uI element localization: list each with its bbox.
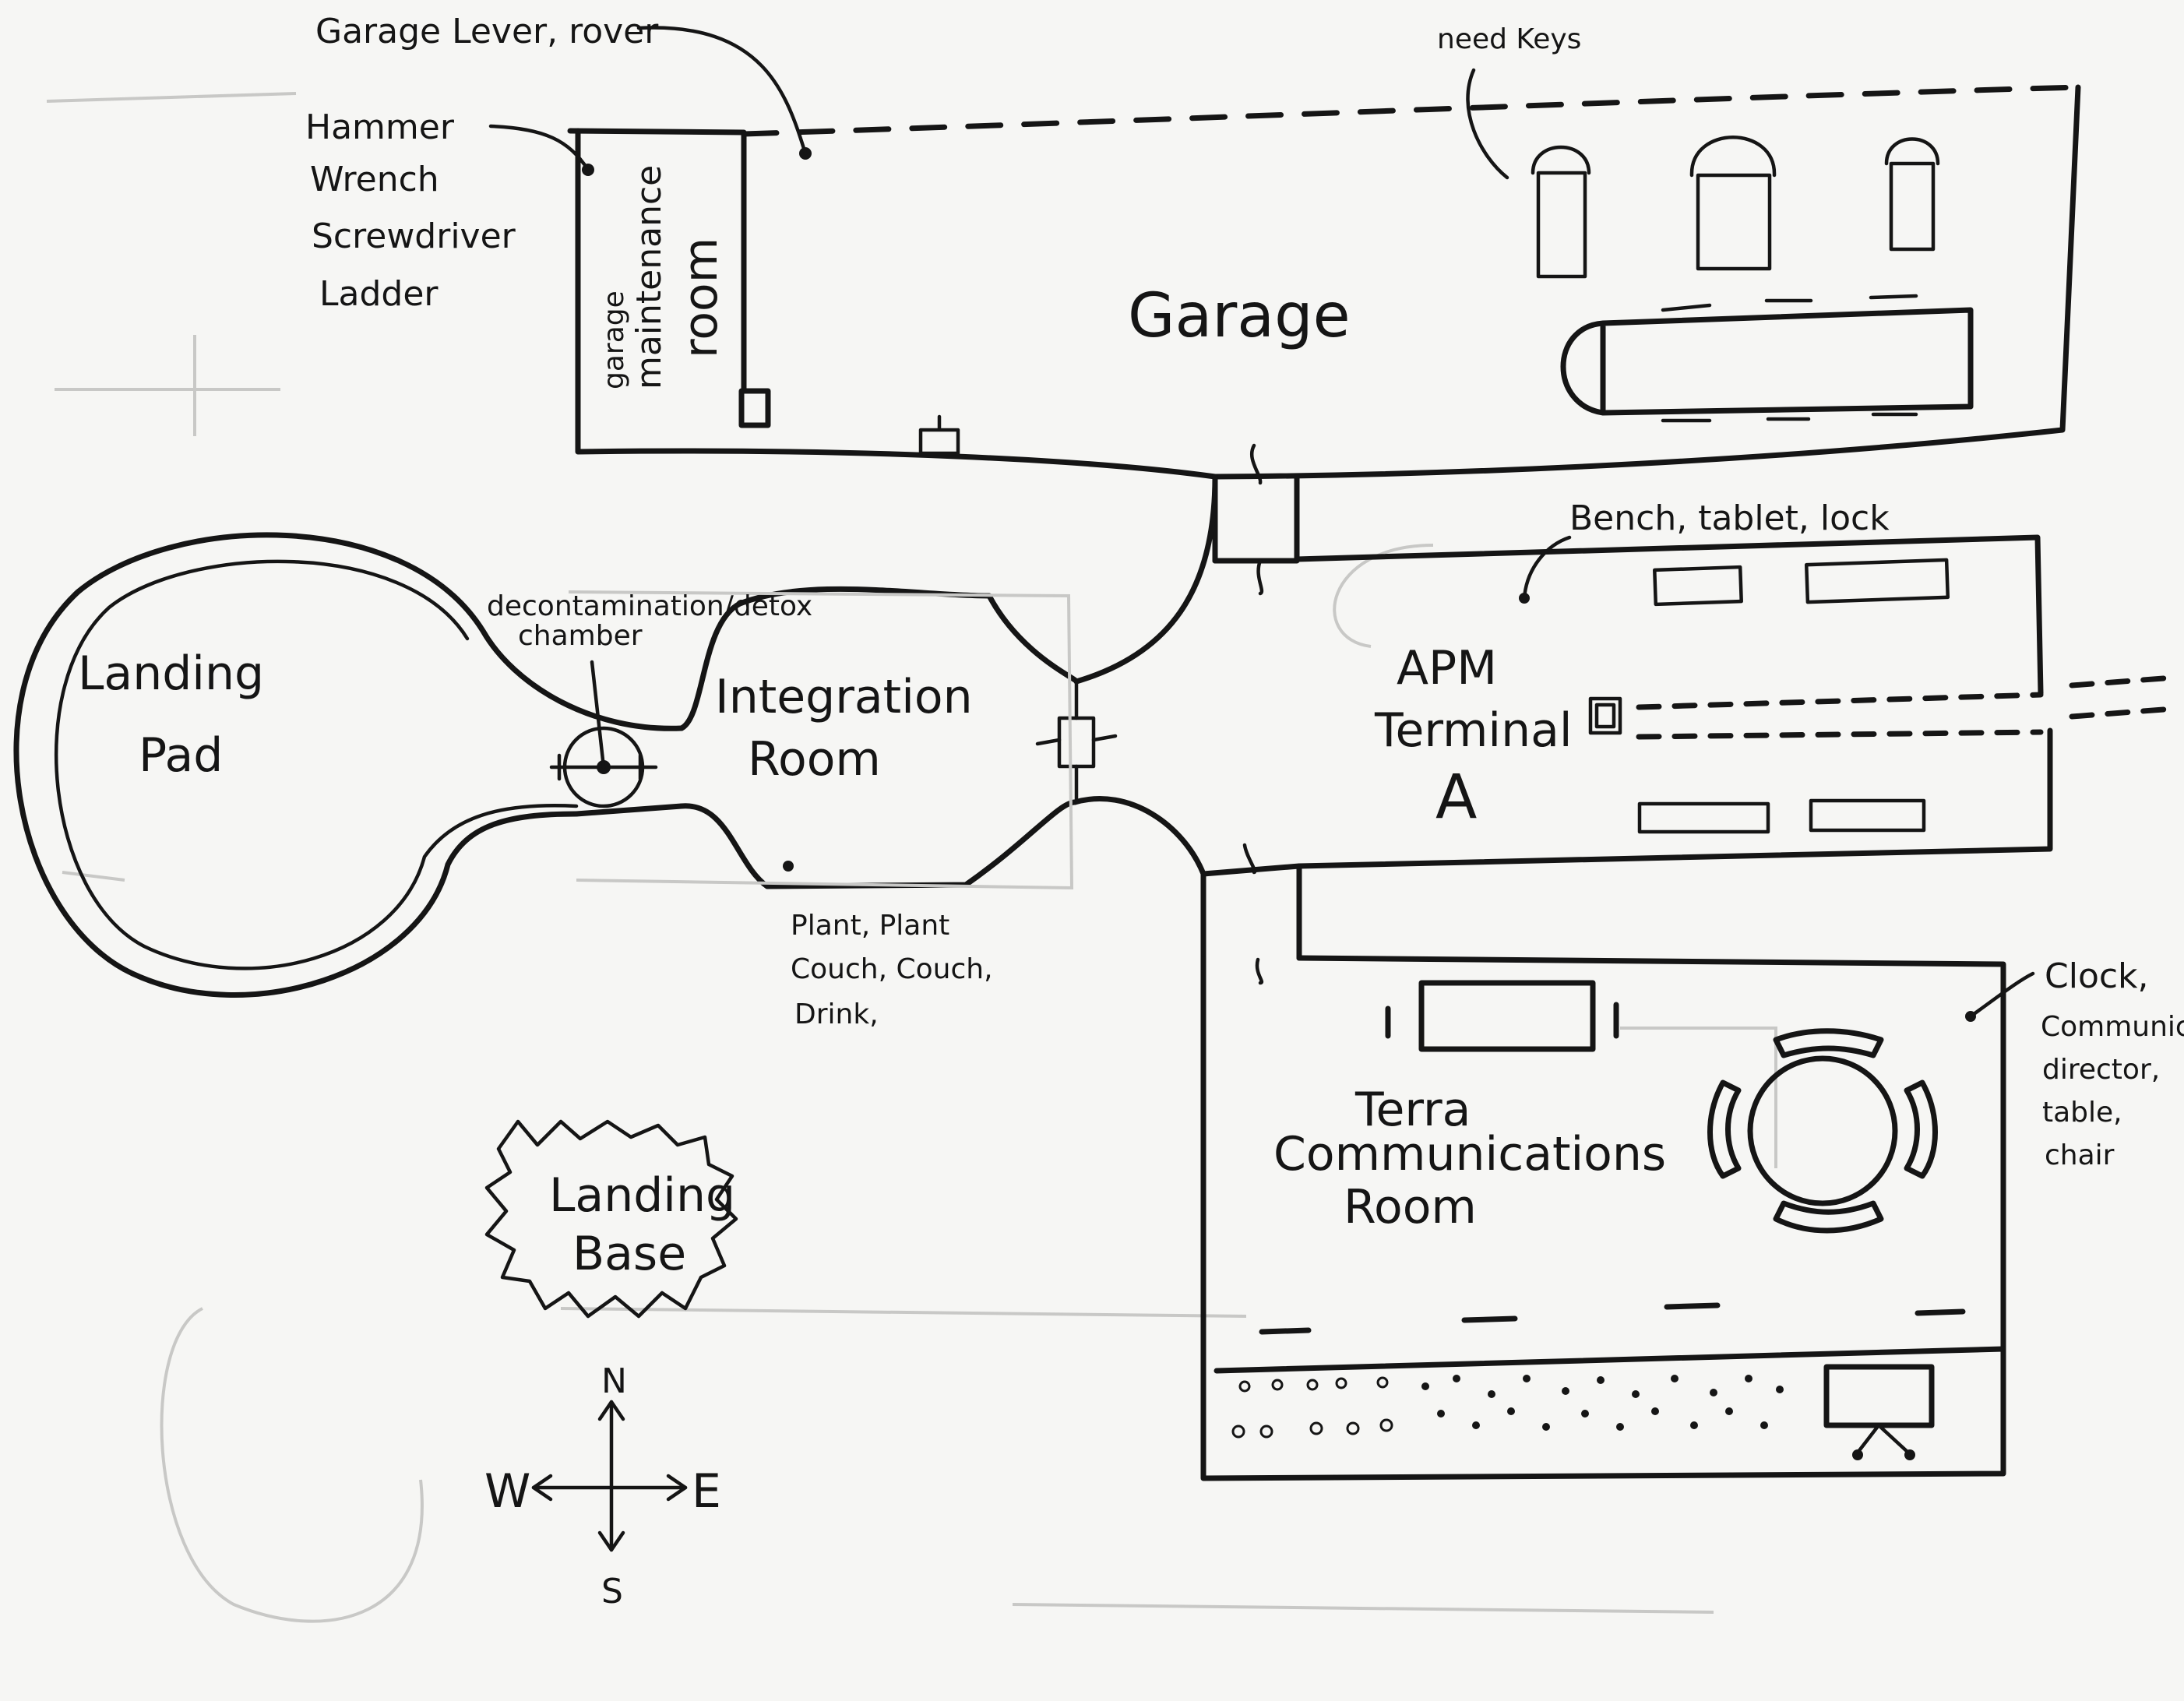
compass-north: N [601,1361,627,1401]
erased-pencil-marks [46,92,1777,1623]
integration-room [568,586,1118,890]
terra-line-3: Room [1344,1180,1477,1234]
garage-label: Garage [1128,281,1351,351]
need-keys-note: need Keys [1437,23,1581,55]
compass-west: W [484,1464,530,1519]
maintenance-line-2: maintenance [629,165,669,389]
tool-wrench: Wrench [310,160,439,199]
compass-south: S [601,1572,623,1611]
apm-furniture [1519,535,1950,834]
tool-hammer: Hammer [305,107,455,147]
terra-items-5: chair [2045,1139,2115,1171]
apm-line-1: APM [1397,641,1497,696]
terra-items-2: Communication [2041,1011,2184,1043]
terra-line-1: Terra [1354,1083,1471,1137]
terra-items-3: director, [2042,1054,2160,1086]
decontamination-line-2: chamber [518,620,643,652]
garage-room [488,26,2081,480]
landing-base [484,1119,738,1319]
maintenance-line-3: room [674,238,728,358]
integration-items-2: Couch, Couch, [791,953,993,985]
terra-items-1: Clock, [2045,956,2149,996]
tool-ladder: Ladder [319,274,439,314]
integration-line-2: Room [748,732,881,787]
seat-dots [1231,1376,1393,1439]
integration-items-3: Drink, [794,998,879,1030]
landing-pad [13,532,685,998]
landing-pad-line-1: Landing [78,646,264,701]
terra-items-4: table, [2042,1097,2122,1129]
decontamination-line-1: decontamination/detox [487,590,812,622]
compass-east: E [692,1464,721,1519]
maintenance-line-1: garage [598,291,630,389]
terra-communications-room [1200,955,2035,1481]
corridors [1072,443,2176,985]
garage-lever-note: Garage Lever, rover [315,12,659,51]
compass-rose [531,1400,688,1552]
apm-line-3: A [1435,762,1477,833]
garage-maintenance-room-label: garage maintenance room [598,165,728,389]
landing-base-line-1: Landing [549,1168,735,1223]
tool-screwdriver: Screwdriver [312,217,516,256]
integration-items-1: Plant, Plant [791,910,949,942]
terra-line-2: Communications [1273,1127,1666,1182]
apm-bench-note: Bench, tablet, lock [1569,498,1890,538]
apm-line-2: Terminal [1374,703,1573,758]
landing-pad-line-2: Pad [139,728,223,783]
landing-base-line-2: Base [572,1227,686,1281]
integration-line-1: Integration [715,670,973,724]
standing-dots [1421,1375,1784,1431]
